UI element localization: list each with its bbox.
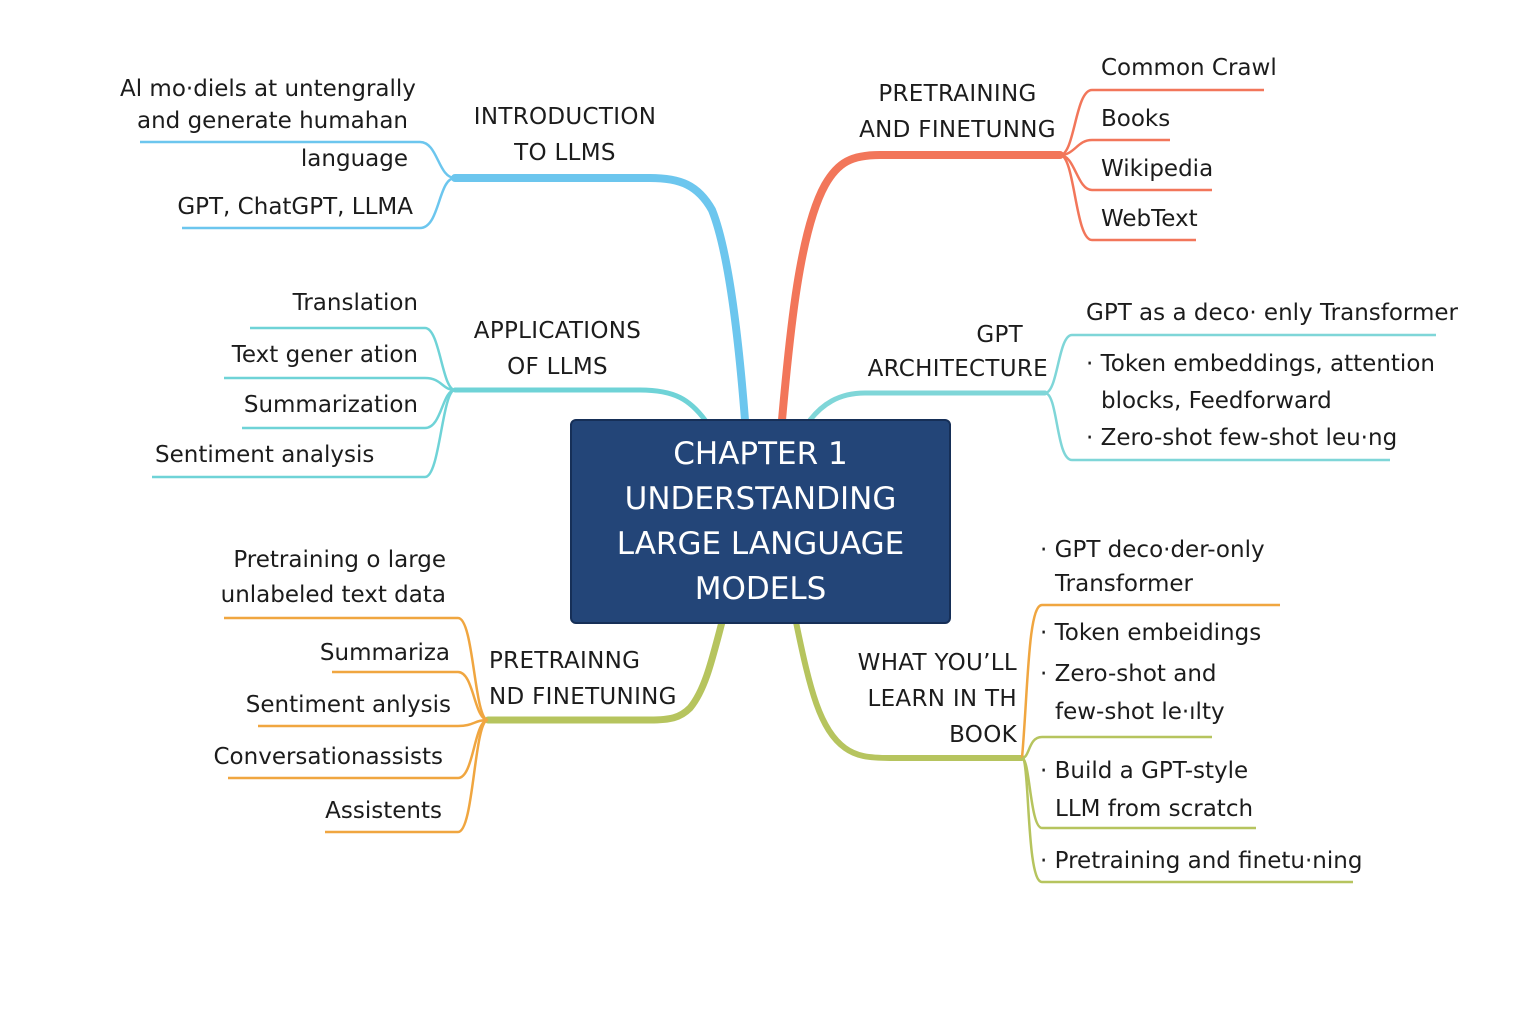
leaf-learn[interactable]: · Token embeidings · Zero-shot and few-s… (1040, 620, 1261, 725)
leaf-architecture[interactable]: · Token embeddings, attention blocks, Fe… (1086, 351, 1435, 414)
branch-title-line: APPLICATIONS (473, 318, 642, 344)
leaf-pretraining[interactable]: Pretraining o large unlabeled text data (200, 547, 446, 608)
leaf-line: Pretraining o large (233, 547, 446, 573)
branch-pretraining-right-leaves (1059, 88, 1264, 242)
leaf-pretraining[interactable]: Sentiment anlysis (230, 692, 451, 718)
leaf-application[interactable]: Sentiment analysis (155, 442, 375, 468)
branch-title-what-you-learn[interactable]: WHAT YOU’LL LEARN IN TH BOOK (820, 650, 1017, 748)
leaf-line: and generate humahan (137, 108, 408, 134)
branch-title-line: ARCHITECTURE (867, 356, 1048, 382)
leaf-line: GPT as a deco· enly Transformer (1086, 300, 1458, 326)
branch-title-applications[interactable]: APPLICATIONS OF LLMS (455, 318, 660, 380)
leaf-architecture[interactable]: · Zero-shot few-shot leu·ng (1086, 425, 1397, 451)
leaf-line: language (300, 146, 408, 172)
trunk-pretraining-left (484, 618, 726, 724)
branch-title-line: TO LLMS (514, 140, 616, 166)
leaf-application[interactable]: Translation (292, 290, 418, 316)
leaf-intro-definition[interactable]: Al mo·diels at untengrally and generate … (120, 76, 416, 172)
leaf-pretraining[interactable]: Assistents (300, 798, 442, 824)
leaf-line: · Pretraining and finetu·ning (1040, 848, 1363, 874)
leaf-learn[interactable]: · Pretraining and finetu·ning (1040, 848, 1362, 874)
branch-title-line: GPT (976, 322, 1023, 348)
leaf-application[interactable]: Summarization (243, 392, 418, 418)
branch-what-you-learn-leaves-2 (1020, 735, 1353, 884)
leaf-line: Assistents (325, 798, 442, 824)
branch-what-you-learn-leaves (1020, 603, 1280, 759)
central-topic-line: UNDERSTANDING (624, 480, 897, 517)
leaf-line: unlabeled text data (220, 582, 446, 608)
trunk-what-you-learn (793, 619, 1025, 761)
leaf-line: · Token embeidings (1040, 620, 1262, 646)
leaf-line: Sentiment anlysis (245, 692, 451, 718)
leaf-line: blocks, Feedforward (1101, 388, 1332, 414)
leaf-dataset[interactable]: Common Crawl (1101, 55, 1277, 81)
branch-title-line: BOOK (949, 722, 1017, 748)
central-topic[interactable]: CHAPTER 1 UNDERSTANDING LARGE LANGUAGE M… (570, 419, 951, 624)
trunk-applications (452, 387, 708, 423)
trunk-gpt-architecture (807, 390, 1048, 423)
leaf-architecture[interactable]: GPT as a deco· enly Transformer (1086, 300, 1458, 326)
leaf-dataset[interactable]: WebText (1101, 206, 1198, 232)
leaf-application[interactable]: Text gener ation (231, 342, 418, 368)
leaf-pretraining[interactable]: Conversationassists (200, 744, 444, 770)
leaf-learn[interactable]: · Build a GPT-style LLM from scratch (1040, 758, 1253, 822)
trunk-pretraining-right (778, 151, 1064, 424)
branch-gpt-architecture-leaves (1044, 333, 1436, 462)
leaf-line: Transformer (1055, 571, 1194, 597)
branch-title-line: INTRODUCTION (473, 104, 657, 130)
leaf-learn[interactable]: · GPT deco·der-only Transformer (1040, 537, 1265, 597)
branch-title-pretraining-left[interactable]: PRETRAINNG ND FINETUNING (489, 648, 677, 710)
leaf-line: Conversationassists (213, 744, 444, 770)
leaf-line: · Zero-shot and (1040, 661, 1217, 687)
branch-title-line: LEARN IN TH (867, 686, 1017, 712)
branch-title-line: PRETRAINING (878, 81, 1037, 107)
leaf-line: · GPT deco·der-only (1040, 537, 1265, 563)
leaf-line: · Build a GPT-style (1040, 758, 1249, 784)
leaf-intro-examples[interactable]: GPT, ChatGPT, LLMA (150, 194, 413, 220)
branch-title-line: WHAT YOU’LL (857, 650, 1017, 676)
central-topic-line: MODELS (694, 570, 827, 607)
leaf-line: Al mo·diels at untengrally (120, 76, 416, 102)
branch-title-gpt-architecture[interactable]: GPT ARCHITECTURE (840, 322, 1048, 382)
leaf-line: · Token embeddings, attention (1086, 351, 1435, 377)
branch-title-intro[interactable]: INTRODUCTION TO LLMS (455, 104, 675, 166)
leaf-line: · Zero-shot few-shot leu·ng (1086, 425, 1398, 451)
branch-pretraining-left-leaves (224, 616, 489, 834)
leaf-pretraining[interactable]: Summariza (300, 640, 450, 666)
central-topic-line: LARGE LANGUAGE (616, 525, 905, 562)
leaf-line: GPT, ChatGPT, LLMA (177, 194, 413, 220)
leaf-line: LLM from scratch (1055, 796, 1254, 822)
leaf-line: few-shot le·ılty (1055, 699, 1225, 725)
branch-title-line: AND FINETUNNG (859, 117, 1056, 143)
branch-applications-leaves (152, 326, 456, 479)
leaf-dataset[interactable]: Wikipedia (1101, 156, 1214, 182)
branch-title-pretraining-right[interactable]: PRETRAINING AND FINETUNNG (850, 81, 1065, 143)
central-topic-line: CHAPTER 1 (673, 435, 848, 472)
leaf-line: Summariza (319, 640, 450, 666)
branch-title-line: ND FINETUNING (489, 684, 677, 710)
trunk-intro (451, 174, 749, 424)
branch-title-line: PRETRAINNG (489, 648, 641, 674)
leaf-dataset[interactable]: Books (1101, 106, 1171, 132)
branch-title-line: OF LLMS (507, 354, 608, 380)
branch-intro-leaves (140, 140, 456, 230)
